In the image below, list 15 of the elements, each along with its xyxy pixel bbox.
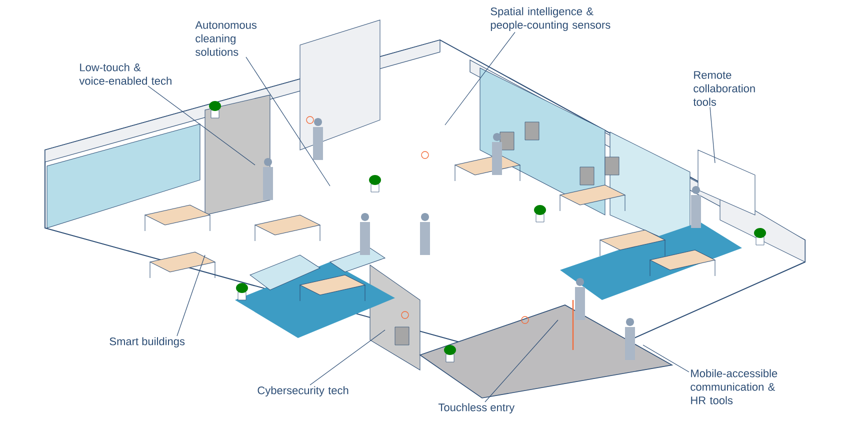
leader-line bbox=[148, 86, 256, 166]
callout-text: Autonomous cleaning solutions bbox=[195, 21, 257, 56]
leader-line bbox=[176, 254, 206, 336]
leader-line bbox=[710, 106, 716, 164]
leader-line bbox=[246, 56, 330, 186]
callout-text: Smart buildings bbox=[110, 337, 185, 348]
callout-text: Spatial intelligence & people-counting sensors bbox=[490, 7, 610, 31]
leader-line bbox=[444, 32, 516, 126]
callout-text: Mobile-accessible communication & HR tools bbox=[690, 369, 778, 404]
callout-text: Remote collaboration tools bbox=[693, 71, 755, 106]
callout-text: Cybersecurity tech bbox=[258, 386, 348, 396]
leader-line bbox=[642, 344, 690, 372]
callout-text: Touchless entry bbox=[438, 403, 515, 414]
leader-line bbox=[310, 330, 386, 386]
callout-text: Low-touch & voice-enabled tech bbox=[79, 63, 172, 85]
